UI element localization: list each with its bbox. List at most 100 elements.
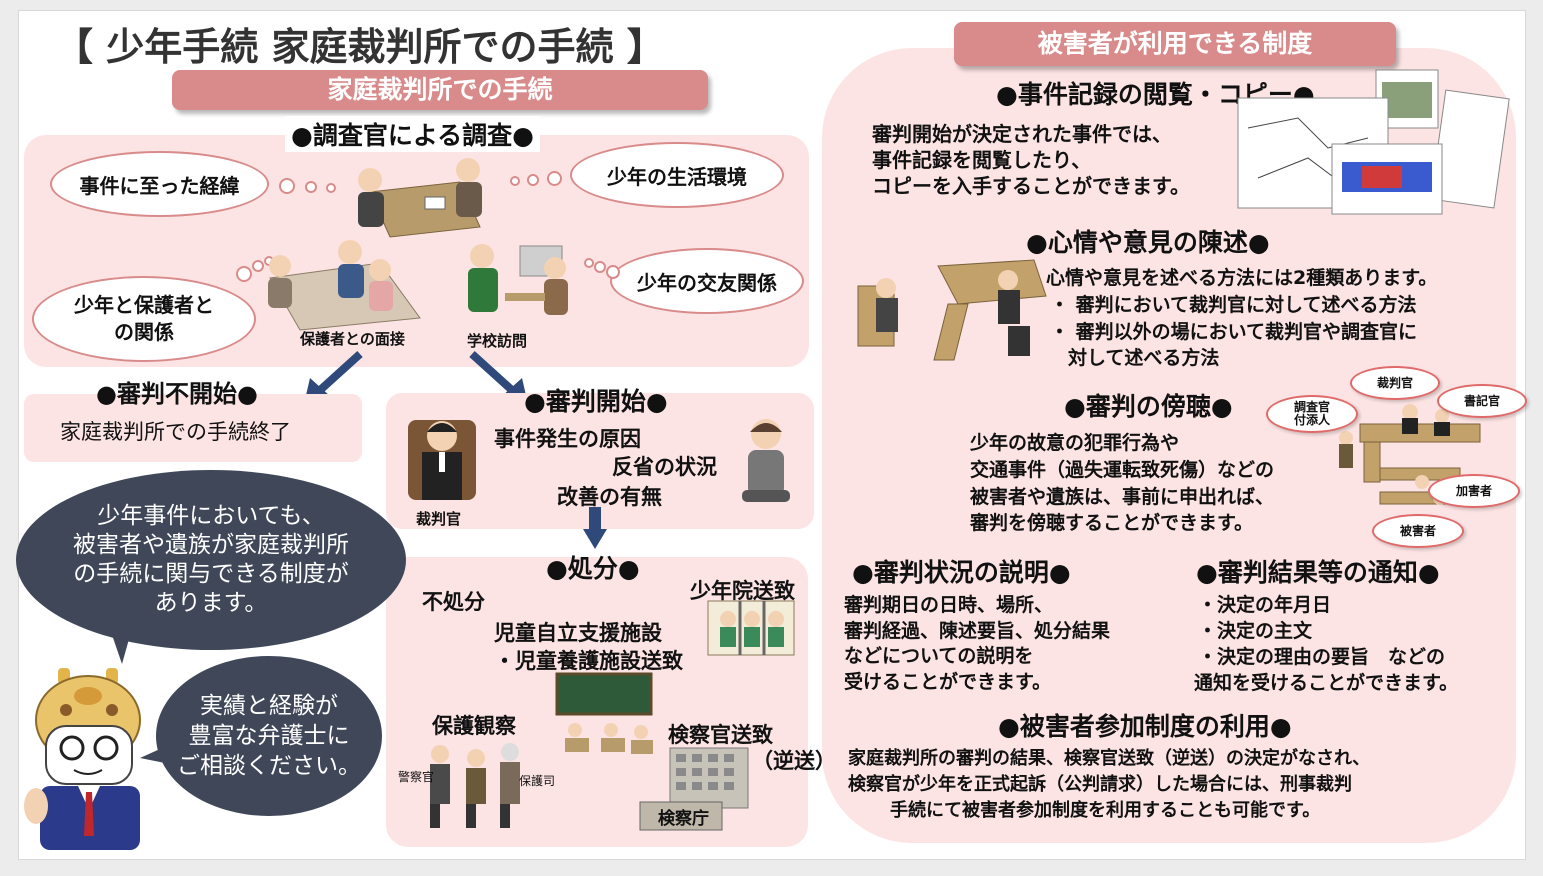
result-line: ・決定の主文: [1198, 620, 1313, 642]
probation-illustration: [430, 743, 520, 828]
no-hearing-panel: [24, 394, 362, 462]
hearing-item-remorse: 反省の状況: [612, 455, 717, 479]
oval-label: 加害者: [1455, 483, 1492, 498]
status-line: などについての説明を: [844, 645, 1034, 667]
thought-dot: [305, 181, 317, 193]
oval-clerk: 書記官: [1437, 384, 1527, 418]
cloud-friends: 少年の交友関係: [610, 248, 804, 314]
records-line: 審判開始が決定された事件では、: [872, 122, 1172, 146]
thought-dot: [527, 174, 539, 186]
opinion-heading: ●心情や意見の陳述●: [1026, 228, 1270, 257]
thought-dot: [510, 176, 520, 186]
speech-line: ご相談ください。: [177, 753, 361, 779]
observation-line: 交通事件（過失運転致死傷）などの: [970, 459, 1275, 481]
observation-heading: ●審判の傍聴●: [1064, 392, 1233, 421]
thought-dot: [584, 258, 594, 268]
participation-line: 家庭裁判所の審判の結果、検察官送致（逆送）の決定がなされ、: [848, 748, 1371, 769]
label-probation-officer: 保護司: [519, 774, 556, 788]
records-line: コピーを入手することができます。: [872, 174, 1190, 198]
result-line: ・決定の理由の要旨 などの: [1198, 646, 1446, 668]
right-banner: 被害者が利用できる制度: [954, 22, 1396, 66]
investigation-heading: ●調査官による調査●: [285, 116, 540, 152]
speech-bubble-advice: 実績と経験が 豊富な弁護士に ご相談ください。: [156, 656, 382, 816]
cloud-background: 事件に至った経緯: [50, 151, 269, 217]
status-heading: ●審判状況の説明●: [852, 558, 1071, 587]
opinion-courtroom-illustration: [857, 259, 1047, 361]
hearing-item-cause: 事件発生の原因: [494, 427, 641, 451]
disposition-heading: ●処分●: [546, 554, 640, 583]
hearing-item-improvement: 改善の有無: [557, 485, 662, 509]
records-line: 事件記録を閲覧したり、: [872, 148, 1092, 172]
opinion-line: ・ 審判以外の場において裁判官や調査官に: [1050, 321, 1418, 343]
hearing-heading: ●審判開始●: [524, 387, 668, 416]
arrow-to-disposition: [583, 507, 607, 549]
thought-dot: [594, 261, 606, 273]
thought-dot: [279, 178, 295, 194]
cloud-environment: 少年の生活環境: [570, 142, 784, 208]
speech-line: 実績と経験が: [200, 693, 338, 719]
page-title: 【 少年手続 家庭裁判所での手続 】: [55, 25, 665, 69]
speech-line: の手続に関与できる制度が: [73, 561, 349, 587]
parent-interview-illustration: [268, 240, 421, 331]
caption-parent-interview: 保護者との面接: [300, 330, 405, 348]
result-line: 通知を受けることができます。: [1194, 672, 1459, 694]
oval-label: 被害者: [1399, 523, 1436, 538]
juvenile-illustration: [742, 419, 790, 502]
status-line: 審判経過、陳述要旨、処分結果: [844, 620, 1111, 642]
participation-line: 手続にて被害者参加制度を利用することも可能です。: [890, 800, 1321, 821]
cloud-parent-relation: 少年と保護者との関係: [32, 276, 256, 362]
result-line: ・決定の年月日: [1198, 594, 1332, 616]
disposition-foster-facility: ・児童養護施設送致: [494, 649, 683, 673]
observation-line: 被害者や遺族は、事前に申出れば、: [970, 486, 1275, 508]
lawyer-mascot-illustration: [24, 668, 141, 850]
oval-victim: 被害者: [1372, 514, 1464, 548]
oval-investigator: 調査官 付添人: [1266, 395, 1358, 433]
disposition-probation: 保護観察: [432, 714, 516, 738]
oval-judge: 裁判官: [1350, 366, 1440, 400]
disposition-support-facility: 児童自立支援施設: [494, 621, 662, 645]
thought-dot: [252, 260, 264, 272]
judge-label: 裁判官: [416, 510, 462, 528]
opinion-line: 心情や意見を述べる方法には2種類あります。: [1046, 267, 1438, 289]
observation-line: 少年の故意の犯罪行為や: [970, 432, 1180, 454]
prosecutor-office-illustration: [639, 747, 749, 831]
thought-dot: [547, 171, 562, 186]
oval-label: 書記官: [1463, 393, 1500, 408]
speech-line: 被害者や遺族が家庭裁判所: [73, 532, 349, 558]
participation-heading: ●被害者参加制度の利用●: [998, 712, 1292, 741]
cloud-label: 少年の交友関係: [637, 270, 777, 295]
thought-dot: [326, 183, 336, 193]
participation-line: 検察官が少年を正式起訴（公判請求）した場合には、刑事裁判: [848, 774, 1352, 795]
classroom-illustration: [555, 672, 653, 754]
opinion-line: ・ 審判において裁判官に対して述べる方法: [1050, 294, 1417, 316]
investigation-interview-illustration: [358, 158, 482, 238]
label-prosecutor-office: 検察庁: [658, 809, 709, 829]
speech-line: 豊富な弁護士に: [188, 723, 350, 749]
disposition-no-action: 不処分: [422, 590, 485, 614]
status-line: 審判期日の日時、場所、: [844, 594, 1054, 616]
result-heading: ●審判結果等の通知●: [1196, 558, 1440, 587]
oval-offender: 加害者: [1428, 474, 1520, 508]
disposition-prosecutor: 検察官送致: [668, 723, 773, 747]
label-police: 警察官: [398, 770, 435, 784]
disposition-reformatory: 少年院送致: [690, 579, 795, 603]
school-visit-illustration: [468, 244, 568, 315]
left-banner: 家庭裁判所での手続: [172, 70, 708, 110]
speech-bubble-main: 少年事件においても、 被害者や遺族が家庭裁判所 の手続に関与できる制度が ありま…: [16, 470, 406, 650]
cloud-label: 少年と保護者との関係: [74, 293, 214, 344]
records-documents-illustration: [1237, 69, 1510, 215]
status-line: 受けることができます。: [844, 671, 1052, 693]
cloud-label: 事件に至った経緯: [79, 173, 240, 198]
caption-school-visit: 学校訪問: [467, 332, 528, 350]
speech-line: 少年事件においても、: [97, 503, 325, 529]
reformatory-illustration: [707, 600, 795, 656]
oval-label: 調査官 付添人: [1293, 400, 1330, 427]
speech-line: あります。: [154, 590, 268, 616]
thought-dot: [236, 266, 252, 282]
opinion-line: 対して述べる方法: [1068, 347, 1220, 369]
no-hearing-heading: ●審判不開始●: [96, 380, 258, 408]
no-hearing-text: 家庭裁判所での手続終了: [60, 420, 291, 444]
thought-dot: [606, 265, 620, 279]
oval-label: 裁判官: [1376, 375, 1413, 390]
judge-illustration: [408, 420, 476, 500]
